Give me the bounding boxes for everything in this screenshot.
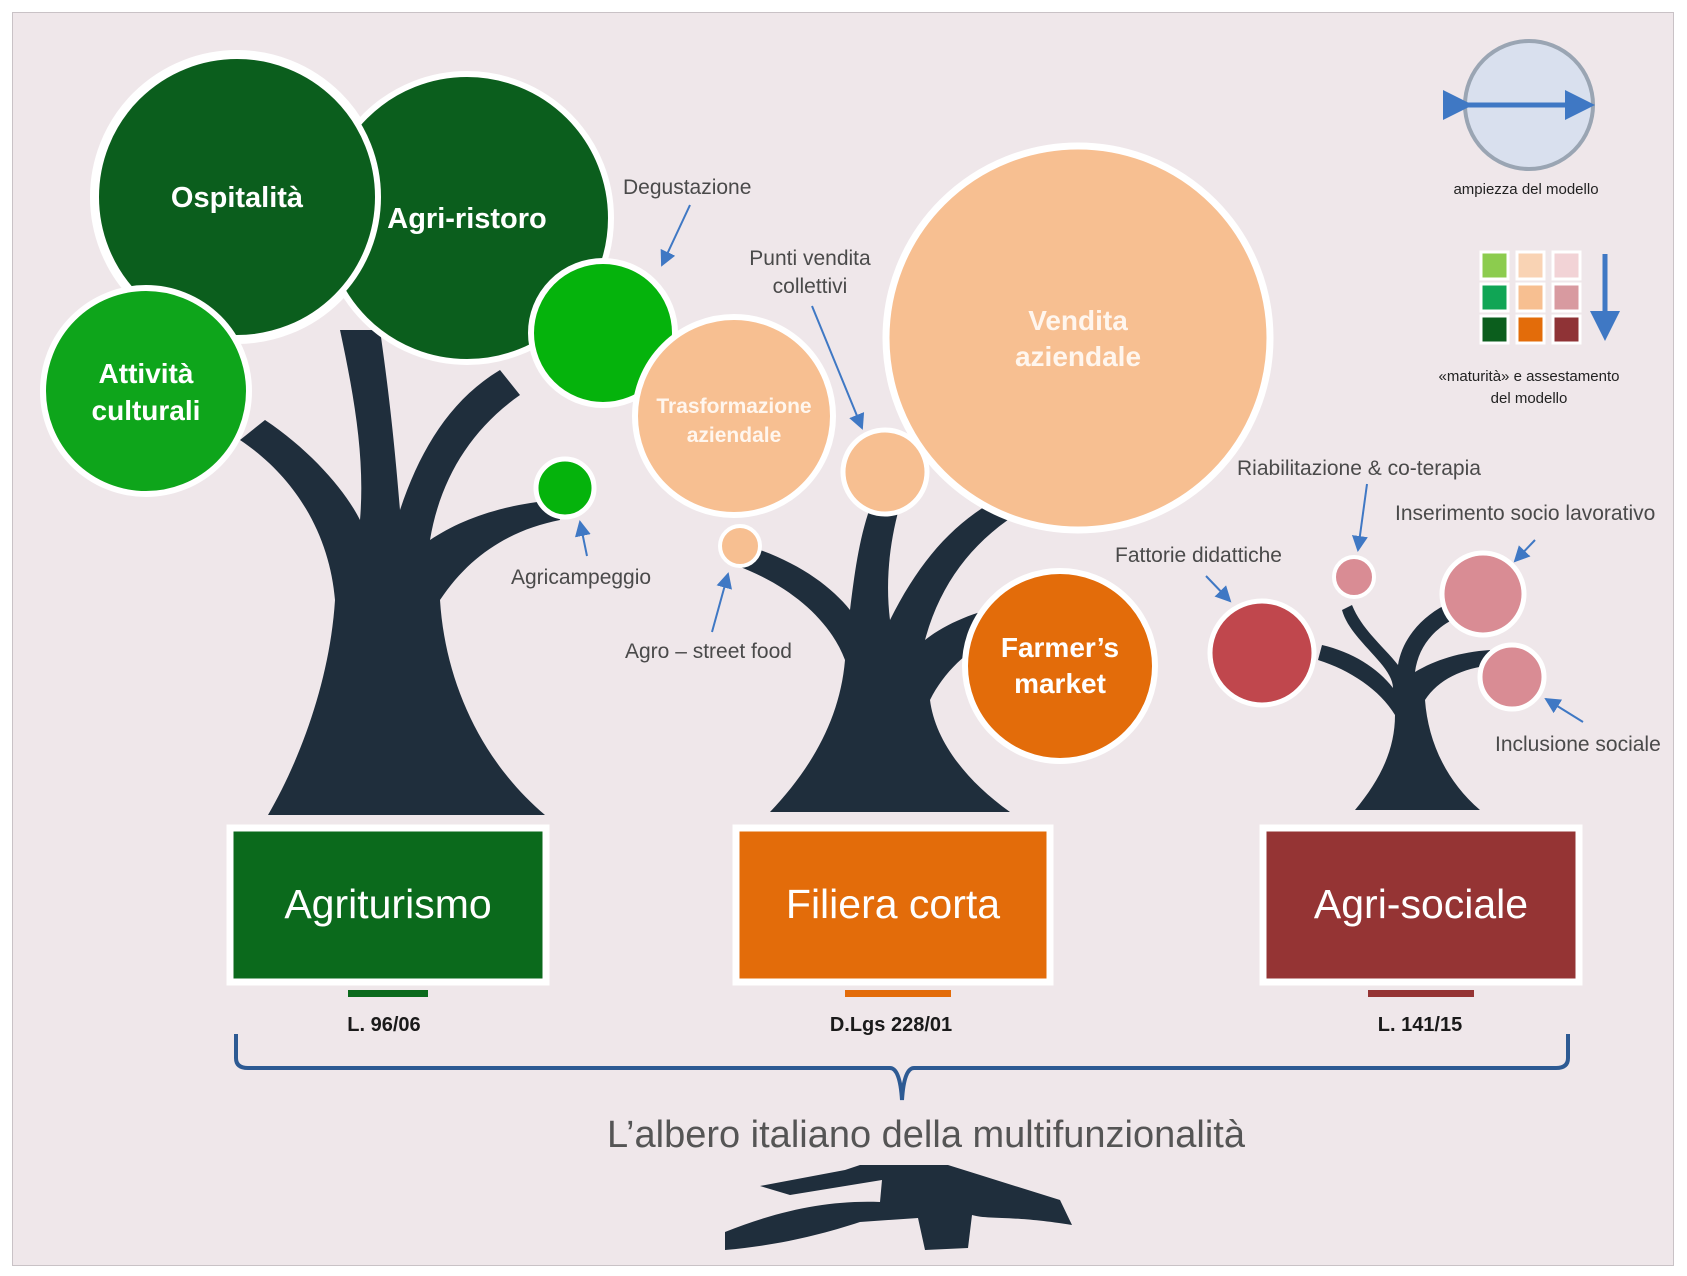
- branch-inserimento-circle: [1439, 550, 1527, 638]
- swatch-orange-2: [1515, 282, 1546, 313]
- box-agriturismo: [226, 824, 550, 986]
- branch-street-food-circle: [718, 524, 762, 568]
- tree-agriturismo-trunk: [240, 330, 560, 815]
- branch-punti-vendita-circle: [840, 427, 930, 517]
- callout-agricampeggio: Agricampeggio: [511, 566, 651, 589]
- arrow-street-food: [711, 572, 732, 633]
- branch-farmers-market-circle: [962, 568, 1158, 764]
- law-bar-agriturismo: [348, 990, 428, 997]
- legend: ampiezza del modello «maturità» e assest…: [1439, 39, 1620, 407]
- legend-color-swatches: [1479, 250, 1582, 345]
- arrow-agricampeggio: [574, 520, 591, 557]
- root-shape: [725, 1165, 1072, 1250]
- arrow-riabilitazione: [1351, 483, 1368, 552]
- legend-size-label: ampiezza del modello: [1453, 181, 1598, 198]
- branch-inclusione-circle: [1477, 642, 1547, 712]
- branch-attivita-label-line2: culturali: [92, 395, 201, 426]
- swatch-orange-3: [1515, 314, 1546, 345]
- swatch-green-3: [1479, 314, 1510, 345]
- callout-degustazione: Degustazione: [623, 176, 751, 199]
- branch-ospitalita-label: Ospitalità: [171, 182, 304, 214]
- branch-farmers-label-line1: Farmer’s: [1001, 632, 1119, 663]
- branch-vendita-label-line1: Vendita: [1028, 305, 1128, 336]
- callout-fattorie: Fattorie didattiche: [1115, 544, 1282, 567]
- swatch-green-2: [1479, 282, 1510, 313]
- arrow-degustazione: [660, 204, 691, 267]
- callout-punti-vendita-line2: collettivi: [773, 275, 848, 298]
- box-filiera-label: Filiera corta: [786, 881, 1000, 927]
- callout-inserimento: Inserimento socio lavorativo: [1395, 502, 1655, 525]
- branch-attivita-label-line1: Attività: [99, 358, 194, 389]
- box-agriturismo-label: Agriturismo: [284, 881, 491, 927]
- law-agrisociale: L. 141/15: [1378, 1014, 1463, 1036]
- arrow-inserimento: [1513, 539, 1536, 563]
- swatch-red-3: [1551, 314, 1582, 345]
- box-agri-sociale: [1259, 824, 1583, 986]
- callout-inclusione: Inclusione sociale: [1495, 733, 1661, 756]
- callout-street-food: Agro – street food: [625, 640, 792, 663]
- law-bar-agrisociale: [1368, 990, 1474, 997]
- swatch-orange-1: [1515, 250, 1546, 281]
- tree-filiera-trunk: [735, 495, 1045, 812]
- swatch-red-2: [1551, 282, 1582, 313]
- callout-punti-vendita-line1: Punti vendita: [749, 247, 871, 270]
- box-agrisociale-label: Agri-sociale: [1314, 881, 1528, 927]
- diagram-title: L’albero italiano della multifunzionalit…: [607, 1114, 1246, 1156]
- legend-maturity-label-line2: del modello: [1491, 390, 1568, 407]
- branch-vendita-label-line2: aziendale: [1015, 341, 1141, 372]
- legend-maturity-label-line1: «maturità» e assestamento: [1439, 368, 1620, 385]
- arrow-punti-vendita: [811, 305, 865, 430]
- branch-attivita-culturali-circle: [40, 285, 252, 497]
- grouping-brace: [234, 1034, 1570, 1101]
- law-bar-filiera: [845, 990, 951, 997]
- law-filiera: D.Lgs 228/01: [830, 1014, 952, 1036]
- branch-trasformazione-label-line1: Trasformazione: [656, 395, 811, 418]
- branch-farmers-label-line2: market: [1014, 668, 1106, 699]
- arrow-inclusione: [1544, 697, 1584, 723]
- branch-vendita-aziendale-circle: [882, 142, 1274, 534]
- swatch-green-1: [1479, 250, 1510, 281]
- branch-riabilitazione-circle: [1332, 555, 1376, 599]
- branch-agricampeggio-circle: [533, 456, 597, 520]
- tree-agrisociale-trunk: [1318, 605, 1493, 810]
- arrow-fattorie: [1205, 575, 1232, 603]
- callout-riabilitazione: Riabilitazione & co-terapia: [1237, 457, 1481, 480]
- branch-fattorie-circle: [1207, 598, 1317, 708]
- branch-trasformazione-label-line2: aziendale: [687, 424, 782, 447]
- branch-trasformazione-circle: [632, 314, 836, 518]
- branch-agri-ristoro-label: Agri-ristoro: [387, 203, 547, 235]
- law-agriturismo: L. 96/06: [347, 1014, 420, 1036]
- box-filiera-corta: [732, 824, 1054, 986]
- swatch-red-1: [1551, 250, 1582, 281]
